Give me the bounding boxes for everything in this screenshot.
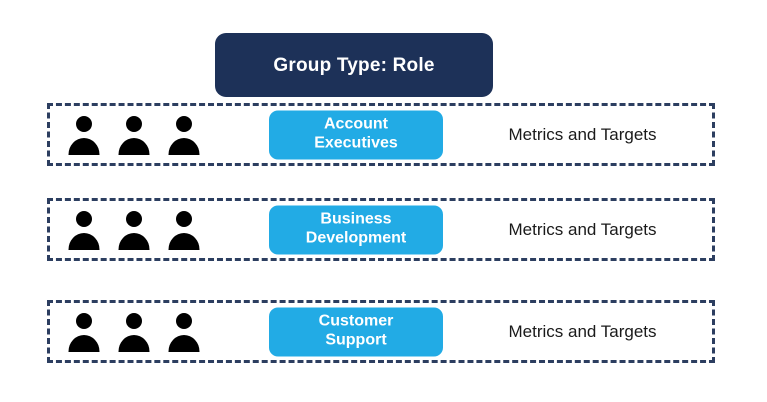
metrics-and-targets-label: Metrics and Targets — [508, 124, 657, 144]
person-icon — [118, 115, 149, 155]
person-body-shape — [168, 334, 199, 352]
role-pill-label: Customer Support — [318, 312, 394, 349]
person-head-shape — [75, 312, 92, 329]
person-body-shape — [68, 137, 99, 155]
role-pill[interactable]: Business Development — [269, 205, 443, 254]
role-pill[interactable]: Account Executives — [269, 110, 443, 159]
people-group — [68, 312, 199, 352]
person-body-shape — [118, 137, 149, 155]
role-pill[interactable]: Customer Support — [269, 307, 443, 356]
person-icon — [118, 312, 149, 352]
person-icon — [168, 312, 199, 352]
person-head-shape — [125, 210, 142, 227]
person-body-shape — [118, 334, 149, 352]
page-title: Group Type: Role — [273, 54, 435, 76]
person-body-shape — [68, 334, 99, 352]
metrics-and-targets-label: Metrics and Targets — [508, 219, 657, 239]
person-icon — [168, 115, 199, 155]
person-icon — [168, 210, 199, 250]
group-row: Account Executives Metrics and Targets — [47, 103, 715, 166]
person-head-shape — [175, 312, 192, 329]
person-head-shape — [125, 312, 142, 329]
person-body-shape — [168, 137, 199, 155]
metrics-and-targets-label: Metrics and Targets — [508, 321, 657, 341]
person-head-shape — [125, 115, 142, 132]
person-head-shape — [75, 210, 92, 227]
role-pill-label: Account Executives — [314, 115, 398, 152]
person-head-shape — [175, 115, 192, 132]
people-group — [68, 210, 199, 250]
person-icon — [68, 210, 99, 250]
group-type-header: Group Type: Role — [215, 33, 493, 97]
person-body-shape — [168, 232, 199, 250]
people-group — [68, 115, 199, 155]
person-head-shape — [75, 115, 92, 132]
group-row: Business Development Metrics and Targets — [47, 198, 715, 261]
person-body-shape — [68, 232, 99, 250]
role-pill-label: Business Development — [305, 210, 407, 247]
person-icon — [68, 312, 99, 352]
person-head-shape — [175, 210, 192, 227]
person-body-shape — [118, 232, 149, 250]
group-row: Customer Support Metrics and Targets — [47, 300, 715, 363]
person-icon — [118, 210, 149, 250]
person-icon — [68, 115, 99, 155]
